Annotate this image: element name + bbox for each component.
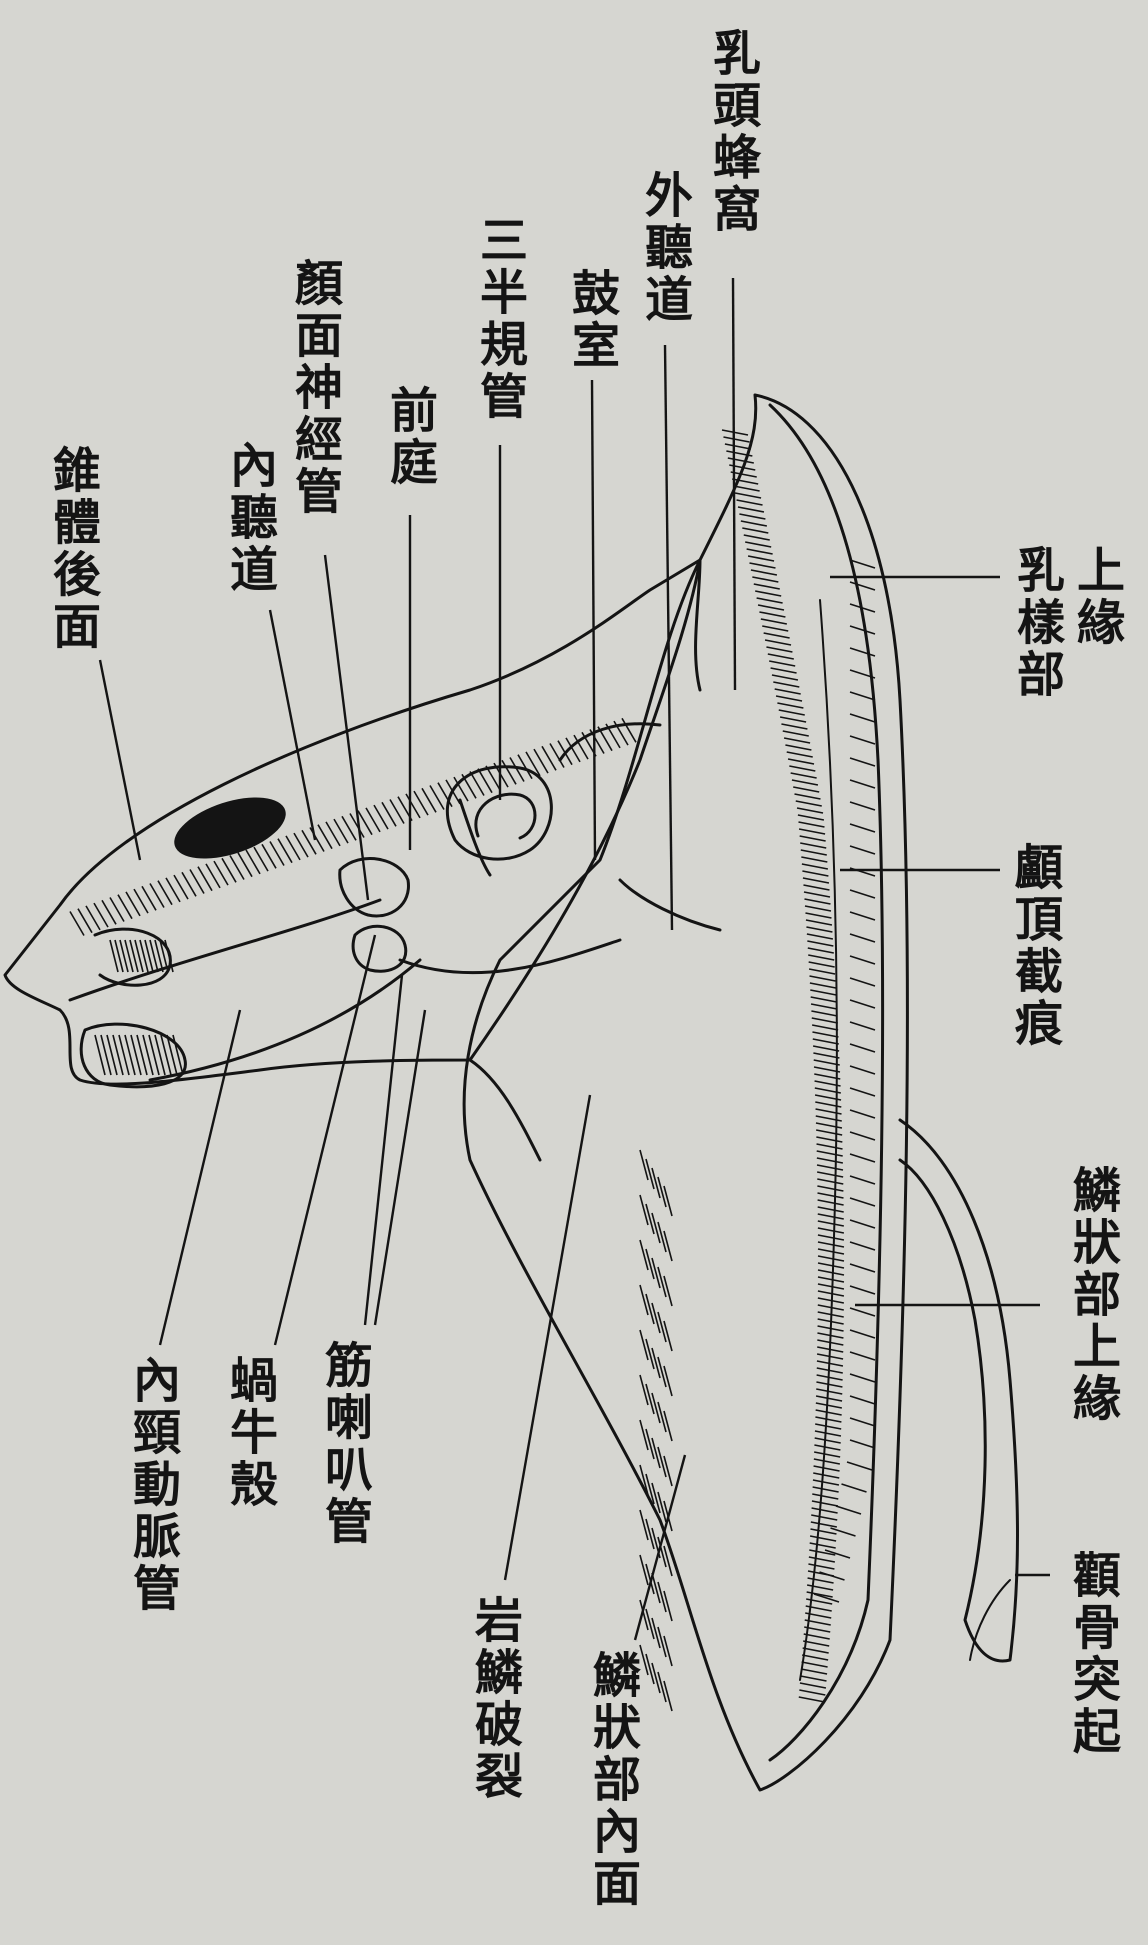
label-kin-rappakan: 筋喇叭管 (320, 1340, 368, 1548)
label-nai-keidomyakukan: 內頸動脈管 (128, 1355, 176, 1615)
label-nai-chodo: 內聽道 (225, 440, 273, 596)
leader-suitai (100, 660, 140, 860)
label-zentei: 前庭 (385, 385, 433, 489)
label-koshitsu: 鼓室 (567, 268, 615, 372)
leader-kagyukaku (275, 935, 375, 1345)
leader-nai-keido (160, 1010, 240, 1345)
leader-rinjo-naimen (635, 1455, 685, 1640)
label-gai-chodo: 外聽道 (640, 170, 688, 326)
leader-ganmen (325, 555, 368, 900)
leader-nyuto-hoka (733, 278, 735, 690)
label-rocho-saiko: 顱頂截痕 (1010, 842, 1058, 1050)
label-kagyukaku: 蝸牛殼 (225, 1355, 273, 1511)
label-gan-rin-haretsu: 岩鱗破裂 (470, 1595, 518, 1803)
leader-gan-rin (505, 1095, 590, 1580)
label-sanhan-kikan: 三半規管 (475, 215, 523, 423)
label-rinjo-bu-joen: 鱗狀部上緣 (1068, 1165, 1116, 1425)
label-nyuto-hoka: 乳頭蜂窩 (708, 28, 756, 236)
label-jo-en: 上緣 (1072, 545, 1120, 649)
leader-nai-chodo (270, 610, 315, 840)
label-nyujo-bu: 乳樣部 (1012, 545, 1060, 701)
label-ganmen-shinkeikan: 顏面神經管 (290, 258, 338, 518)
label-suitai-komen: 錐體後面 (48, 445, 96, 653)
leader-koshitsu (592, 380, 595, 860)
label-kan-kotsu-tokki: 顴骨突起 (1068, 1550, 1116, 1758)
leader-gai-chodo (665, 345, 672, 930)
label-rinjo-bu-naimen: 鱗狀部內面 (588, 1650, 636, 1910)
